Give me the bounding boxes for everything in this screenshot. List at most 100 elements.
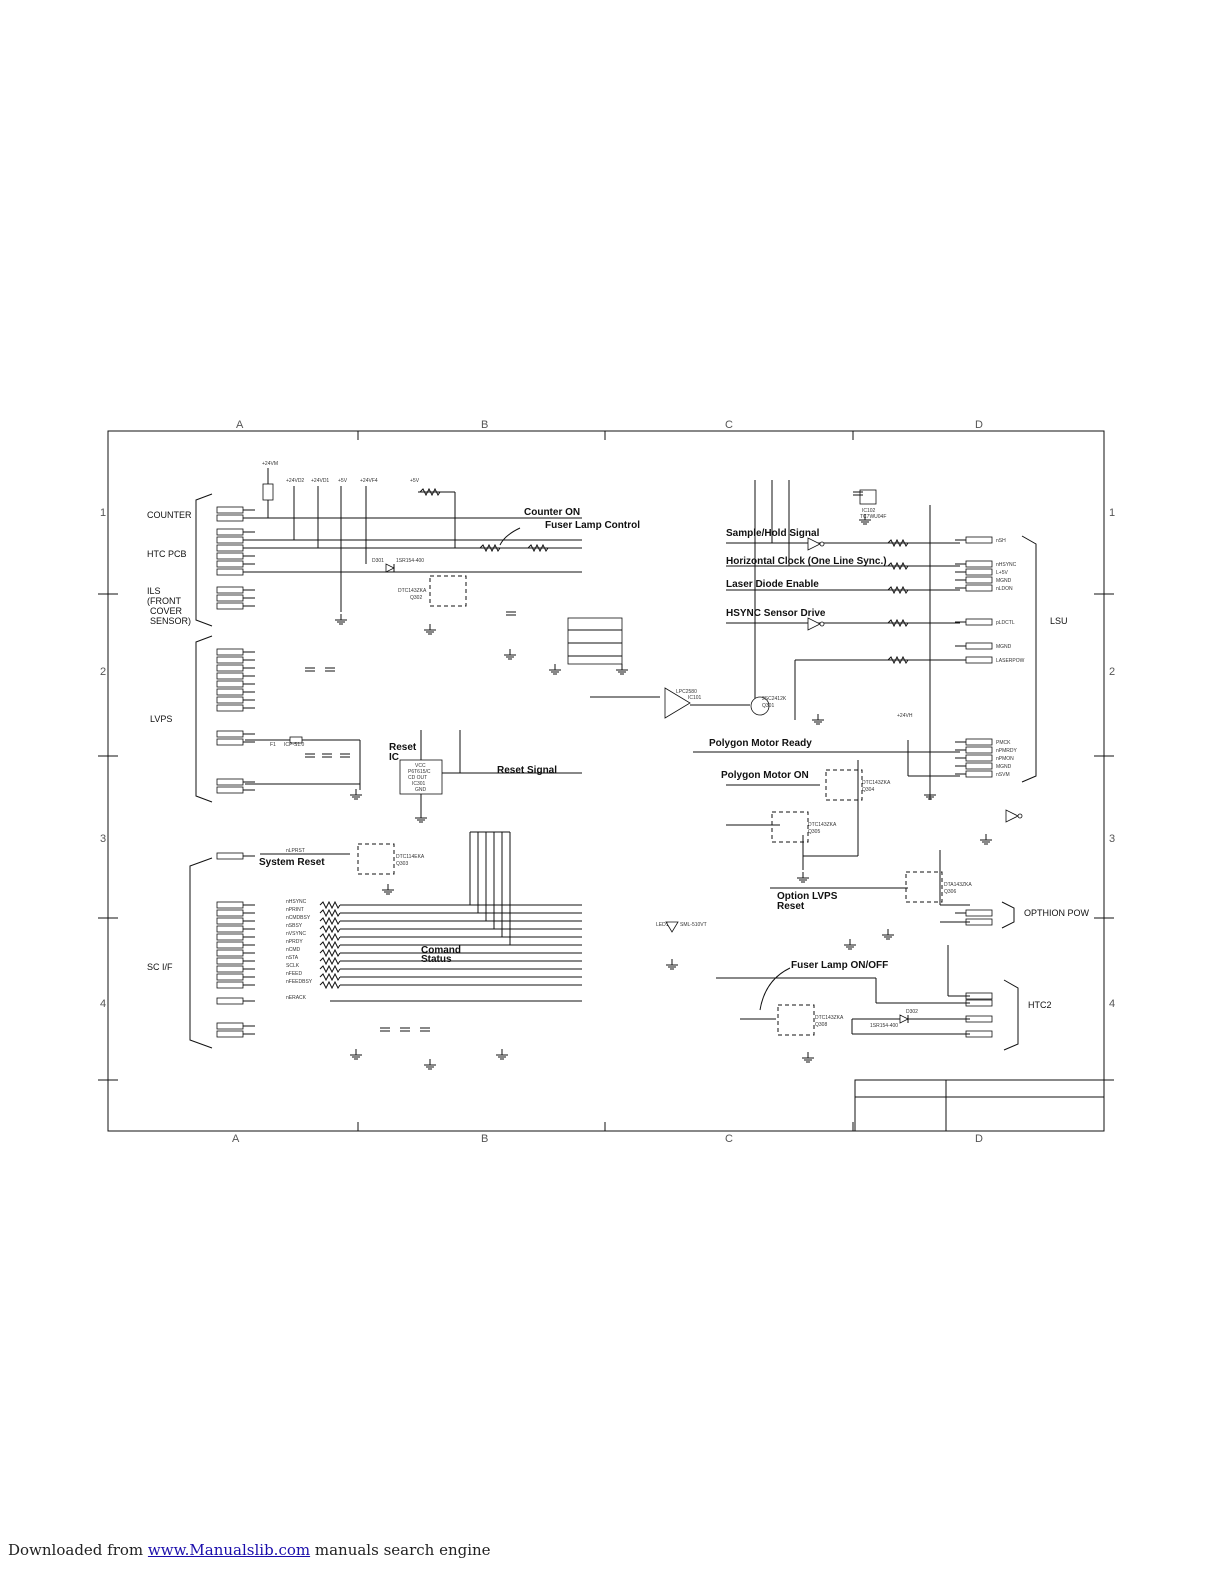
connector-pin bbox=[955, 909, 993, 917]
connector-pin bbox=[216, 688, 255, 696]
inverter-ic102-b bbox=[807, 617, 821, 631]
capacitors bbox=[305, 491, 863, 1032]
connector-pin bbox=[955, 584, 993, 592]
block-htc-pcb: HTC PCB bbox=[147, 549, 187, 559]
ic102-supply bbox=[859, 489, 877, 505]
svg-text:D301: D301 bbox=[372, 558, 384, 564]
footer-prefix: Downloaded from bbox=[8, 1541, 148, 1559]
connector-pin bbox=[216, 560, 255, 568]
inverter-ic102-c bbox=[1005, 809, 1019, 823]
connector-pin bbox=[216, 778, 255, 786]
ground-symbol bbox=[415, 812, 427, 823]
led-led1 bbox=[665, 921, 679, 933]
ground-symbol bbox=[802, 1052, 814, 1063]
ground-symbol bbox=[350, 1049, 362, 1060]
svg-text:Q305: Q305 bbox=[808, 829, 820, 835]
svg-text:IC101: IC101 bbox=[688, 695, 702, 701]
connector-pin bbox=[216, 696, 255, 704]
left-block-labels: COUNTER HTC PCB ILS (FRONT COVER SENSOR)… bbox=[147, 510, 192, 972]
lsu-net-label: PMCK bbox=[996, 740, 1011, 746]
sc-if-net-label: nPRDY bbox=[286, 939, 303, 945]
transistor-q301 bbox=[750, 696, 770, 716]
svg-text:ICP-S1.0: ICP-S1.0 bbox=[284, 742, 305, 748]
connector-pin bbox=[216, 1022, 255, 1030]
sc-if-net-label: nPRINT bbox=[286, 907, 304, 913]
lsu-net-label: LASERPOW bbox=[996, 658, 1025, 664]
sc-if-net-label: nCMDBSY bbox=[286, 915, 311, 921]
label-comand-status-1: Comand bbox=[421, 945, 461, 956]
diode-d301 bbox=[385, 563, 395, 573]
ground-symbol bbox=[980, 834, 992, 845]
connector-pin bbox=[955, 618, 993, 626]
power-rails: +24VM +24VD2 +24VD1 +5V +24VF4 +5V +24VH bbox=[262, 461, 913, 719]
svg-text:P6T615/C: P6T615/C bbox=[408, 769, 431, 775]
row-label-4: 4 bbox=[100, 998, 106, 1010]
col-label-d: D bbox=[975, 419, 983, 431]
lsu-net-label: nHSYNC bbox=[996, 562, 1017, 568]
ground-symbol bbox=[616, 664, 628, 675]
lsu-net-label: L+5V bbox=[996, 570, 1008, 576]
label-reset-ic-2: IC bbox=[389, 752, 399, 763]
sc-if-net-label: nERACK bbox=[286, 995, 307, 1001]
row-label-1-right: 1 bbox=[1109, 507, 1115, 519]
label-horizontal-clock: Horizontal Clock (One Line Sync.) bbox=[726, 556, 887, 567]
label-hsync-sensor-drive: HSYNC Sensor Drive bbox=[726, 608, 826, 619]
lsu-net-label: nSVM bbox=[996, 772, 1010, 778]
ground-symbol bbox=[350, 789, 362, 800]
label-polygon-motor-ready: Polygon Motor Ready bbox=[709, 738, 812, 749]
rail-24vh: +24VH bbox=[897, 713, 913, 719]
connector-pin bbox=[216, 965, 255, 973]
ground-symbol bbox=[666, 959, 678, 970]
right-connector-column bbox=[955, 536, 993, 1038]
transistor-q302 bbox=[429, 575, 467, 607]
svg-text:SML-510VT: SML-510VT bbox=[680, 922, 707, 928]
connector-pin bbox=[216, 957, 255, 965]
row-label-4-right: 4 bbox=[1109, 998, 1115, 1010]
signal-labels: Counter ON Fuser Lamp Control Sample/Hol… bbox=[259, 507, 888, 1011]
connector-pin bbox=[955, 738, 993, 746]
title-block bbox=[854, 1079, 1105, 1132]
svg-text:IC102: IC102 bbox=[862, 508, 876, 514]
connector-pin bbox=[216, 925, 255, 933]
manualslib-link[interactable]: www.Manualslib.com bbox=[147, 1541, 311, 1559]
connector-pin bbox=[216, 973, 255, 981]
wiring bbox=[245, 480, 970, 1035]
connector-pin bbox=[216, 909, 255, 917]
connector-pin bbox=[216, 786, 255, 794]
connector-pin bbox=[955, 762, 993, 770]
svg-text:2SC2412K: 2SC2412K bbox=[762, 696, 787, 702]
col-label-c: C bbox=[725, 419, 733, 431]
svg-text:LED1: LED1 bbox=[656, 922, 669, 928]
inverter-ic102-a bbox=[807, 537, 821, 551]
col-label-a: A bbox=[236, 419, 244, 431]
resistor-network bbox=[567, 617, 623, 665]
row-label-1: 1 bbox=[100, 507, 106, 519]
svg-text:Q303: Q303 bbox=[396, 861, 408, 867]
svg-text:GND: GND bbox=[415, 787, 427, 793]
footer-suffix: manuals search engine bbox=[310, 1541, 491, 1559]
ground-symbol bbox=[924, 789, 936, 800]
sc-if-net-label: nSTA bbox=[286, 955, 299, 961]
connector-pin bbox=[216, 602, 255, 610]
download-footer: Downloaded from www.Manualslib.com manua… bbox=[8, 1541, 491, 1559]
left-connector-column bbox=[216, 506, 255, 1038]
connector-pin bbox=[216, 981, 255, 989]
lsu-net-label: pLDCTL bbox=[996, 620, 1015, 626]
connector-pin bbox=[216, 941, 255, 949]
lsu-net-label: nPMON bbox=[996, 756, 1014, 762]
sc-if-net-label: nVSYNC bbox=[286, 931, 306, 937]
sc-if-net-label: nSBSY bbox=[286, 923, 303, 929]
block-ils-1: ILS bbox=[147, 586, 161, 596]
lsu-net-label: MGND bbox=[996, 764, 1012, 770]
connector-pin bbox=[216, 672, 255, 680]
col-label-d-bottom: D bbox=[975, 1133, 983, 1145]
connector-pin bbox=[955, 536, 993, 544]
row-labels: 1 2 3 4 1 2 3 4 bbox=[100, 507, 1115, 1010]
svg-text:VCC: VCC bbox=[415, 763, 426, 769]
label-polygon-motor-on: Polygon Motor ON bbox=[721, 770, 809, 781]
rail-5v: +5V bbox=[338, 478, 348, 484]
sc-if-net-label: SCLK bbox=[286, 963, 300, 969]
connector-pin bbox=[216, 664, 255, 672]
schematic-frame bbox=[107, 430, 1105, 1132]
label-option-lvps-1: Option LVPS bbox=[777, 891, 838, 902]
